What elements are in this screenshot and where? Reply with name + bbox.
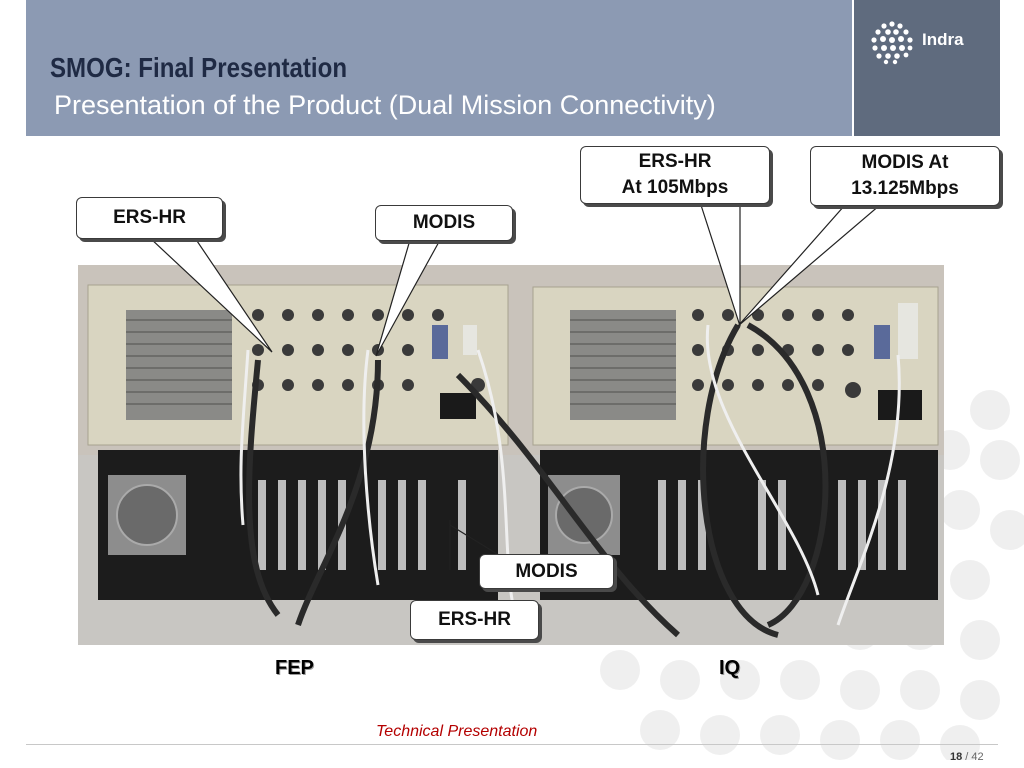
logo-panel [854,0,1000,136]
callout-modis-rate-line1: MODIS At [861,152,949,173]
callout-ers-hr-rate: ERS-HR At 105Mbps [580,146,770,204]
indra-logo-icon [871,21,913,65]
equipment-photo [78,265,944,645]
label-iq: IQ [719,657,741,679]
callout-ers-hr-left: ERS-HR [76,197,223,239]
page-current: 18 [950,751,963,763]
callout-ers-hr-bottom: ERS-HR [410,600,539,640]
slide-subtitle: Presentation of the Product (Dual Missio… [54,90,716,120]
callout-modis-bottom: MODIS [479,554,614,589]
label-fep: FEP [275,657,314,679]
callout-ers-hr-rate-line1: ERS-HR [638,151,712,172]
callout-modis-rate-line2: 13.125Mbps [851,178,959,199]
header-bar [26,0,852,136]
page-number: 18 / 42 [950,751,984,763]
footer-divider [26,744,998,745]
callout-modis-left: MODIS [375,205,513,241]
slide-title: SMOG: Final Presentation [50,52,348,83]
page-separator: / [962,751,972,763]
logo-text: Indra [922,30,964,49]
footer-caption: Technical Presentation [376,723,538,740]
callout-ers-hr-rate-line2: At 105Mbps [621,177,729,198]
page-total: 42 [971,751,984,763]
callout-modis-rate: MODIS At 13.125Mbps [810,146,1000,206]
